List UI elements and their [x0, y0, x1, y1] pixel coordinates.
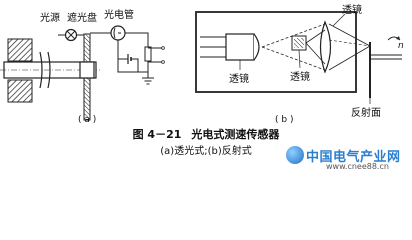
figure-caption: 图 4－21 光电式测速传感器 — [0, 126, 412, 142]
label-light-source: 光源 — [40, 11, 60, 24]
leader-lens-top — [332, 13, 346, 27]
label-lens-mid: 透镜 — [290, 70, 310, 83]
ray-3 — [305, 29, 326, 44]
lamp-tube — [225, 33, 255, 61]
ray-out-1 — [328, 23, 371, 47]
diagram-b: 透镜 透镜 透镜 反射面 n ( b ) — [195, 3, 404, 125]
circuit-left-wire — [117, 40, 148, 73]
label-shading-disk: 遮光盘 — [67, 11, 97, 24]
ray-2 — [261, 46, 326, 71]
figure-subtitle: (a)透光式;(b)反射式 — [160, 146, 252, 157]
disk-hub — [79, 61, 95, 79]
ray-4 — [305, 42, 326, 65]
label-reflector: 反射面 — [351, 107, 381, 119]
label-n: n — [398, 41, 404, 51]
leader-lens-mid — [298, 49, 301, 69]
ray-1 — [261, 23, 326, 48]
ray-out-2 — [328, 45, 371, 71]
diagram-a: 光源 遮光盘 光电管 ( a ) — [0, 8, 165, 125]
bearing-lower — [7, 79, 33, 103]
shaft-flange-2 — [47, 51, 51, 89]
inner-tube-hatch — [294, 38, 304, 48]
sensor-housing — [195, 11, 357, 93]
label-lens-left: 透镜 — [229, 72, 249, 85]
figure-title: 光电式测速传感器 — [191, 128, 280, 141]
watermark-name: 中国电气产业网 — [306, 150, 401, 165]
sensor-figure: 光源 遮光盘 光电管 ( a ) — [0, 3, 404, 125]
bearing-upper — [7, 38, 33, 62]
label-lens-top: 透镜 — [342, 3, 362, 16]
watermark-url: www.cnee88.cn — [326, 162, 389, 171]
sub-label-b: ( b ) — [275, 115, 293, 125]
watermark-logo-icon — [286, 146, 304, 164]
lens-right — [319, 20, 332, 74]
lamp-tube-tip — [253, 33, 260, 61]
circuit-top-wire — [125, 32, 149, 47]
label-phototube: 光电管 — [104, 8, 134, 21]
load-resistor — [144, 46, 152, 62]
shaft-flange — [39, 51, 43, 89]
sub-label-a: ( a ) — [78, 115, 96, 125]
figure-number: 图 4－21 — [132, 128, 182, 141]
watermark: 中国电气产业网 www.cnee88.cn — [286, 146, 406, 172]
ray-out-dash — [328, 39, 371, 47]
